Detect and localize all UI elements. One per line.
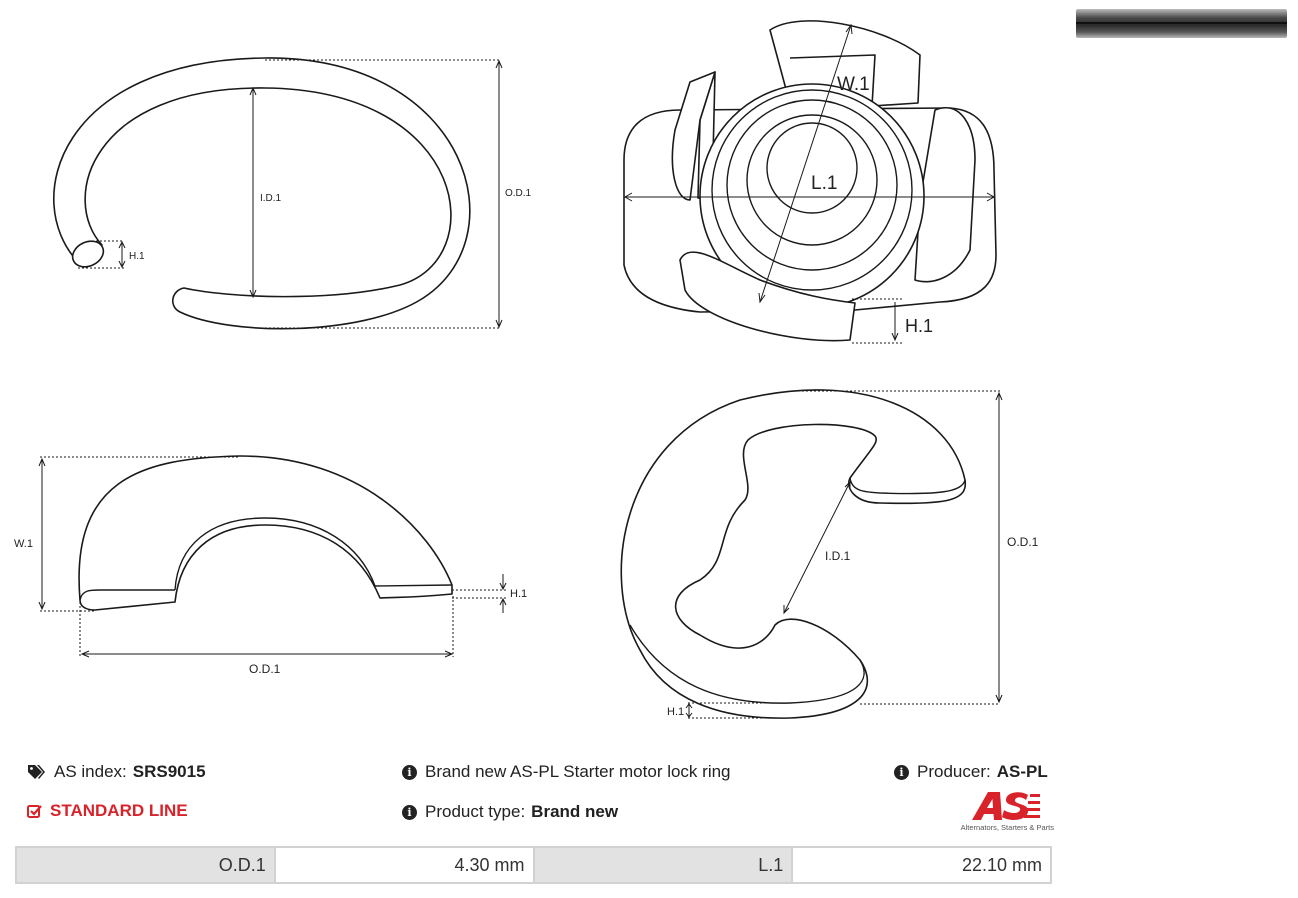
producer-label: Producer:: [917, 762, 991, 781]
spec-key: L.1: [532, 846, 794, 884]
as-index-label: AS index:: [54, 762, 127, 781]
logo-tagline: Alternators, Starters & Parts: [960, 823, 1054, 832]
standard-line-badge: STANDARD LINE: [27, 801, 188, 821]
spec-table: O.D.1 4.30 mm L.1 22.10 mm: [15, 846, 1052, 884]
photo-h-label: H.1: [905, 316, 933, 336]
photo-w-label: W.1: [837, 74, 870, 95]
arc-od-label: O.D.1: [249, 662, 281, 676]
spec-value: 4.30 mm: [273, 846, 535, 884]
producer-row: i Producer: AS-PL: [894, 762, 1048, 782]
spec-value: 22.10 mm: [791, 846, 1052, 884]
product-thumbnail: [1076, 9, 1287, 38]
spec-key: O.D.1: [15, 846, 276, 884]
checkbox-icon: [27, 804, 42, 818]
producer-value: AS-PL: [996, 762, 1048, 781]
product-type-label: Product type:: [425, 802, 526, 821]
photo-drawing: W.1 L.1 H.1: [623, 20, 997, 344]
tags-icon: [28, 765, 45, 779]
arc-h-label: H.1: [510, 588, 527, 600]
standard-line-label: STANDARD LINE: [50, 801, 188, 820]
table-row: O.D.1 4.30 mm L.1 22.10 mm: [15, 846, 1052, 884]
eclip-id-label: I.D.1: [825, 549, 851, 563]
info-icon: i: [402, 804, 417, 820]
as-pl-logo: Alternators, Starters & Parts: [950, 790, 1054, 832]
product-type-value: Brand new: [531, 802, 619, 821]
eclip-drawing: I.D.1 O.D.1 H.1: [620, 389, 1039, 719]
info-icon: i: [402, 764, 417, 780]
logo-icon: [972, 792, 1040, 820]
as-index-value: SRS9015: [132, 762, 206, 781]
description-text: Brand new AS-PL Starter motor lock ring: [425, 762, 731, 781]
ring-id-label: I.D.1: [260, 193, 282, 204]
ring-drawing: I.D.1 O.D.1 H.1: [53, 57, 532, 330]
arc-w-label: W.1: [14, 538, 33, 550]
ring-h-label: H.1: [129, 251, 145, 262]
eclip-h-label: H.1: [667, 706, 684, 718]
arc-drawing: W.1 H.1 O.D.1: [14, 455, 527, 676]
info-icon: i: [894, 764, 909, 780]
photo-l-label: L.1: [811, 173, 837, 194]
as-index-row: AS index: SRS9015: [27, 762, 206, 782]
ring-od-label: O.D.1: [505, 188, 532, 199]
eclip-od-label: O.D.1: [1007, 535, 1039, 549]
product-type-row: i Product type: Brand new: [402, 802, 618, 822]
description-row: i Brand new AS-PL Starter motor lock rin…: [402, 762, 731, 782]
